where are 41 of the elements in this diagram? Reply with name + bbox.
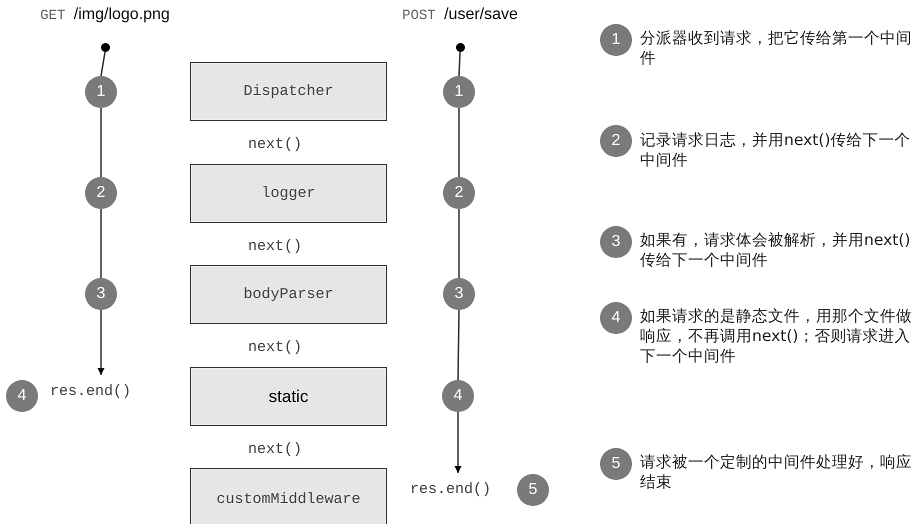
step-number: 4 [600,302,632,334]
step-number: 5 [600,448,632,480]
middleware-box: logger [190,164,387,223]
step-number: 2 [443,177,475,209]
call-label: next() [248,339,302,356]
step-number: 2 [85,177,117,209]
connector-line [458,108,460,177]
arrow [454,412,462,473]
call-label: next() [248,238,302,254]
step-description: 如果请求的是静态文件，用那个文件做响应，不再调用next()；否则请求进入下一个中间件 [640,306,912,366]
connector-line [100,108,102,177]
connector-line [100,52,106,76]
step-number: 3 [443,278,475,310]
middleware-box: bodyParser [190,265,387,324]
call-label: next() [248,440,302,458]
step-description: 分派器收到请求，把它传给第一个中间件 [640,28,912,68]
step-number: 4 [6,380,38,412]
step-number: 2 [600,125,632,157]
step-description: 记录请求日志，并用next()传给下一个中间件 [640,130,912,170]
request-label: POST /user/save [402,6,518,24]
step-number: 3 [600,226,632,258]
code-label: res.end() [410,481,510,503]
arrow [98,310,104,375]
step-number: 1 [443,76,475,108]
connector-line [458,52,461,76]
connector-line [457,310,460,380]
step-description: 如果有，请求体会被解析，并用next()传给下一个中间件 [640,230,912,270]
middleware-box: customMiddleware [190,468,387,524]
step-number: 3 [85,278,117,310]
step-number: 5 [517,474,549,506]
step-number: 1 [600,24,632,56]
connector-line [458,209,460,278]
middleware-box: static [190,367,387,426]
connector-line [100,209,102,278]
step-description: 请求被一个定制的中间件处理好，响应结束 [640,452,912,492]
request-label: GET /img/logo.png [40,6,170,24]
middleware-box: Dispatcher [190,62,387,121]
step-number: 4 [442,380,474,412]
call-label: next() [248,136,302,153]
step-number: 1 [85,76,117,108]
code-label: res.end() [50,383,150,405]
